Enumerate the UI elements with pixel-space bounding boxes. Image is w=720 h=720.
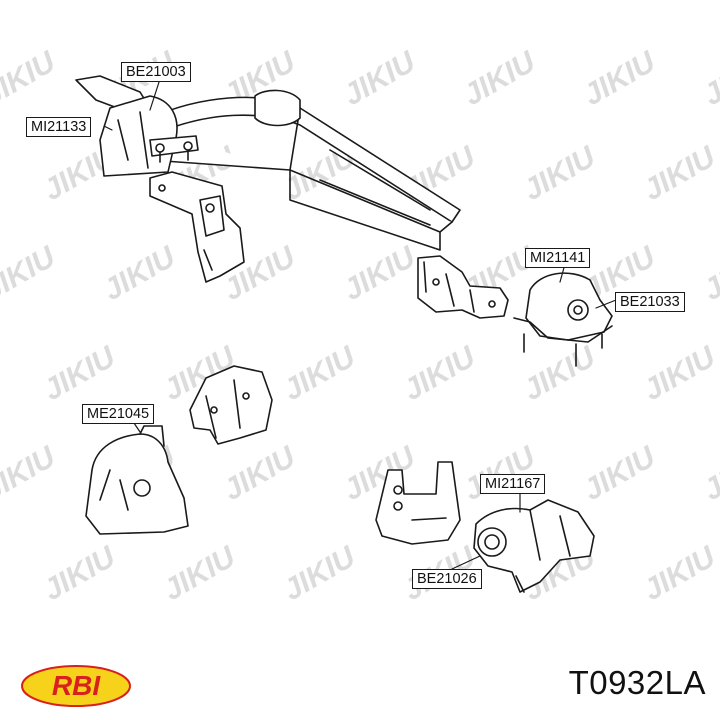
callout-mi21133: MI21133 [26, 117, 92, 137]
callout-be21003: BE21003 [121, 62, 191, 82]
left-mount-me21045 [85, 425, 189, 535]
callout-mi21167: MI21167 [480, 474, 546, 494]
callout-be21033: BE21033 [615, 292, 685, 312]
rbi-logo: RBI [21, 665, 131, 707]
rbi-logo-text: RBI [52, 670, 101, 701]
left-large-bracket [149, 171, 245, 283]
callout-mi21141: MI21141 [525, 248, 591, 268]
lower-right-stand [375, 461, 461, 545]
center-right-bracket [417, 255, 509, 319]
right-mount [513, 272, 613, 367]
callout-be21026: BE21026 [412, 569, 482, 589]
part-number: T0932LA [568, 664, 706, 701]
top-left-mount [75, 75, 199, 177]
lower-right-mount [473, 499, 595, 593]
middle-bracket [189, 365, 273, 445]
callout-me21045: ME21045 [82, 404, 155, 424]
